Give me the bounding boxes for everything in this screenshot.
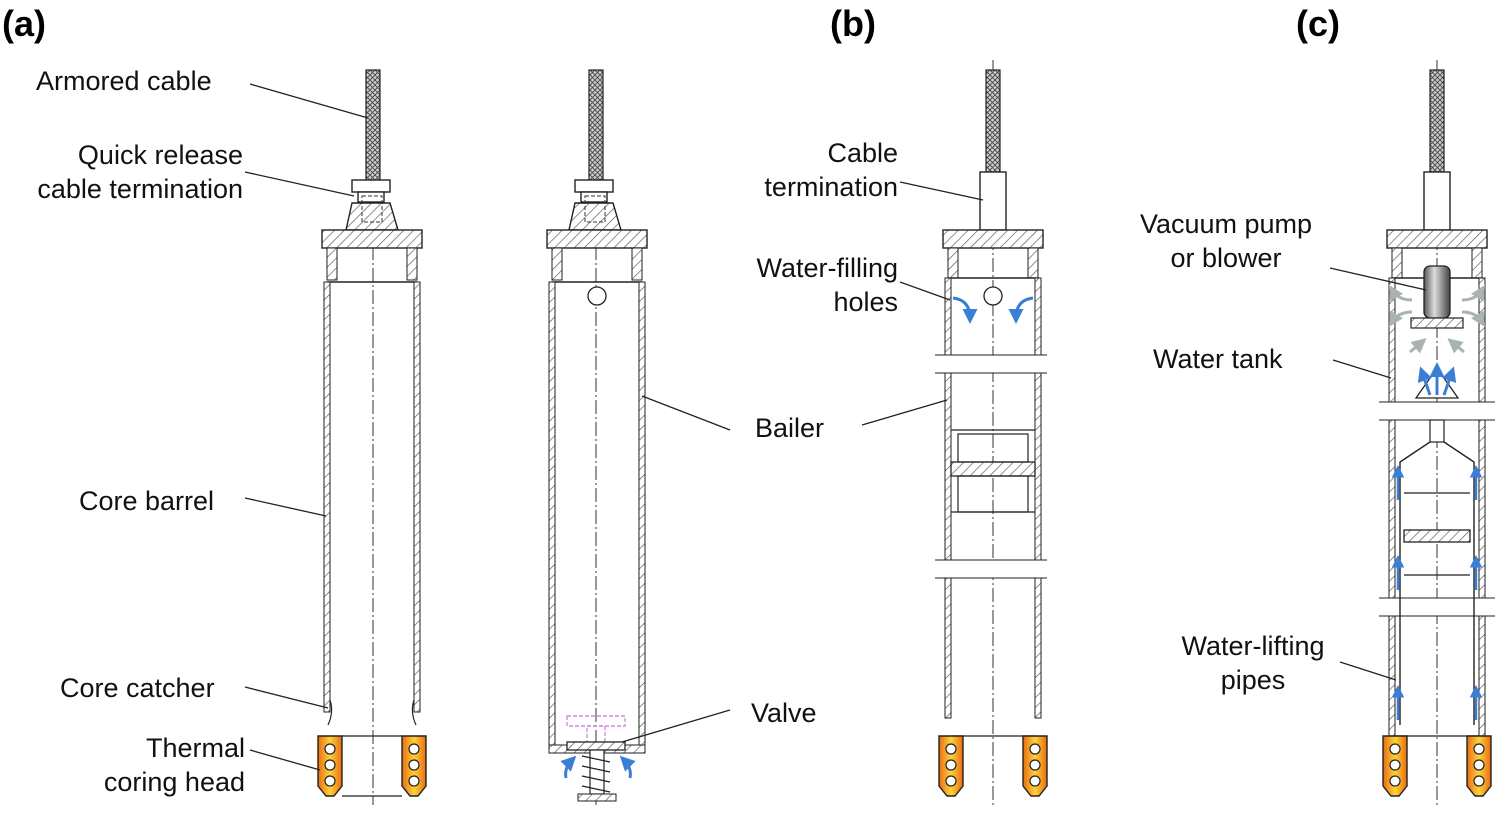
label-water-filling-holes: Water-filling holes [720,251,898,319]
label-valve: Valve [751,698,817,728]
label-quick-release-line2: cable termination [37,174,243,204]
label-thermal-line1: Thermal [145,733,245,763]
label-water-tank: Water tank [1153,344,1283,374]
tool-c [1379,60,1495,805]
panel-label-a: (a) [2,3,46,44]
label-quick-release-line1: Quick release [77,140,243,170]
panel-label-b: (b) [830,3,876,44]
cable-termination [979,171,1007,231]
label-thermal-line2: coring head [103,767,245,797]
label-thermal-coring-head: Thermal coring head [60,731,245,799]
label-water-filling-line2: holes [833,287,898,317]
label-core-catcher: Core catcher [60,673,215,703]
valve-plate [566,741,626,751]
label-quick-release: Quick release cable termination [0,138,243,206]
label-core-barrel: Core barrel [79,486,215,516]
label-water-lifting-pipes: Water-lifting pipes [1160,629,1346,697]
label-water-lifting-line2: pipes [1220,665,1286,695]
label-armored-cable: Armored cable [36,66,212,96]
tool-a-bailer [546,69,648,805]
label-bailer: Bailer [755,413,825,443]
label-water-lifting-line1: Water-lifting [1181,631,1325,661]
label-vacuum-pump: Vacuum pump or blower [1112,207,1340,275]
label-cable-termination: Cable termination [730,136,898,204]
core-barrel-wall-left [323,281,331,713]
label-vacuum-pump-line2: or blower [1170,243,1282,273]
tool-b [935,60,1048,805]
label-vacuum-pump-line1: Vacuum pump [1139,209,1313,239]
label-cable-termination-line2: termination [764,172,898,202]
core-barrel-wall-right [413,281,421,713]
armored-cable [365,69,381,183]
tool-a-core-barrel [317,69,427,805]
armored-cable [588,69,604,183]
panel-label-c: (c) [1296,3,1340,44]
label-water-filling-line1: Water-filling [756,253,898,283]
top-cap [321,229,423,249]
vacuum-pump [1423,265,1451,319]
label-cable-termination-line1: Cable [827,138,898,168]
leader-lines [244,83,1427,771]
